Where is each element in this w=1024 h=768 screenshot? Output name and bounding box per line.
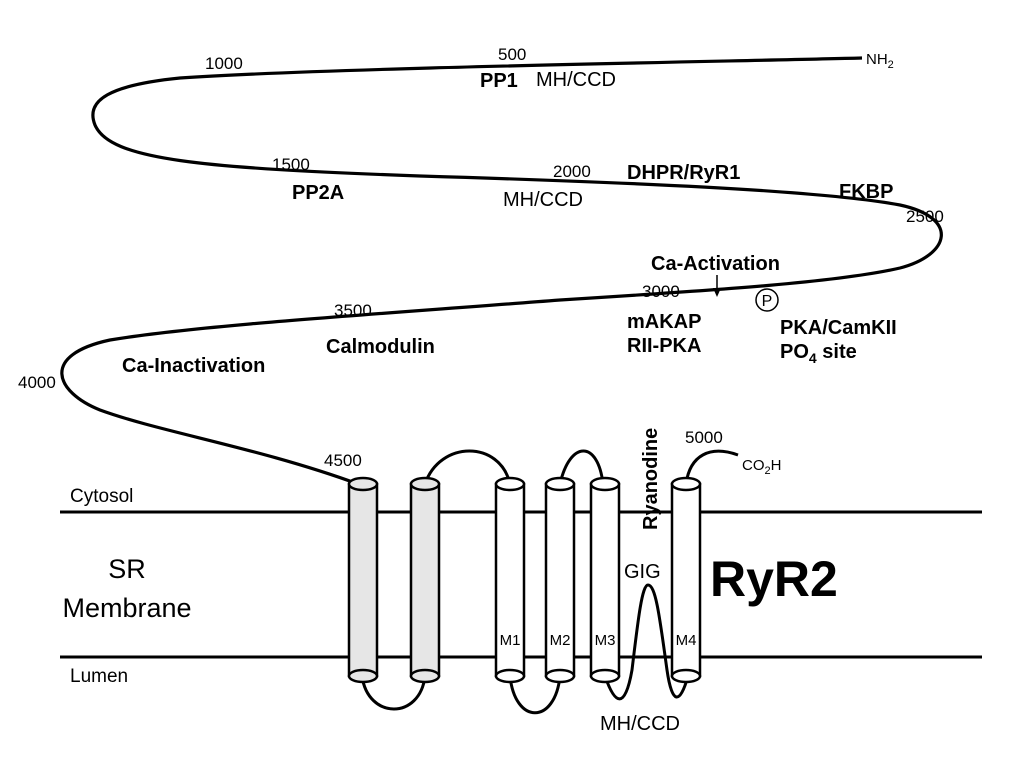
gig-label: GIG [624, 561, 661, 583]
helix-m3-label: M3 [595, 632, 616, 649]
luminal-loop-m1-m2 [508, 675, 562, 715]
residue-5000: 5000 [685, 428, 723, 447]
membrane-label: Membrane [62, 593, 191, 623]
mhccd-label-3: MH/CCD [600, 713, 680, 735]
helix-m1-label: M1 [500, 632, 521, 649]
cytosolic-loop-h2-m1 [423, 449, 512, 485]
fkbp-label: FKBP [839, 181, 893, 203]
helix-m4 [670, 476, 702, 684]
residue-4000: 4000 [18, 373, 56, 392]
mhccd-label-2: MH/CCD [503, 189, 583, 211]
residue-1000: 1000 [205, 54, 243, 73]
helix-m3 [589, 476, 621, 684]
residue-3500: 3500 [334, 301, 372, 320]
calmodulin-label: Calmodulin [326, 336, 435, 358]
ca-activation-label: Ca-Activation [651, 253, 780, 275]
c-terminal-tail [684, 449, 739, 485]
po4-site-label: PO4 site [780, 341, 857, 366]
helix-m2-label: M2 [550, 632, 571, 649]
makap-label: mAKAP [627, 311, 701, 333]
helix-m4-label: M4 [676, 632, 697, 649]
helix-h1 [347, 476, 379, 684]
dhpr-ryr1-label: DHPR/RyR1 [627, 162, 740, 184]
ca-activation-arrowhead [713, 288, 721, 297]
c-terminus-label: CO2H [742, 457, 781, 477]
luminal-loop-h1-h2 [360, 675, 427, 711]
pp1-label: PP1 [480, 70, 518, 92]
n-terminus-label: NH2 [866, 51, 894, 71]
polypeptide-chain [60, 56, 943, 486]
cytosol-label: Cytosol [70, 486, 133, 507]
residue-3000: 3000 [642, 282, 680, 301]
diagram-title: RyR2 [710, 551, 838, 607]
rii-pka-label: RII-PKA [627, 335, 701, 357]
mhccd-label-1: MH/CCD [536, 69, 616, 91]
residue-4500: 4500 [324, 451, 362, 470]
pka-camkii-label: PKA/CamKII [780, 317, 897, 339]
ryanodine-label: Ryanodine [640, 428, 662, 530]
lumen-label: Lumen [70, 666, 128, 687]
residue-500: 500 [498, 45, 526, 64]
helix-m1 [494, 476, 526, 684]
phosphorylation-symbol: P [762, 293, 773, 310]
residue-2500: 2500 [906, 207, 944, 226]
residue-2000: 2000 [553, 162, 591, 181]
ca-inactivation-label: Ca-Inactivation [122, 355, 265, 377]
pp2a-label: PP2A [292, 182, 344, 204]
cytosolic-loop-m2-m3 [558, 449, 605, 485]
pore-loop-gig [603, 583, 690, 701]
helix-h2 [409, 476, 441, 684]
residue-1500: 1500 [272, 155, 310, 174]
sr-label: SR [108, 554, 146, 584]
helix-m2 [544, 476, 576, 684]
phosphorylation-circle [755, 288, 779, 312]
